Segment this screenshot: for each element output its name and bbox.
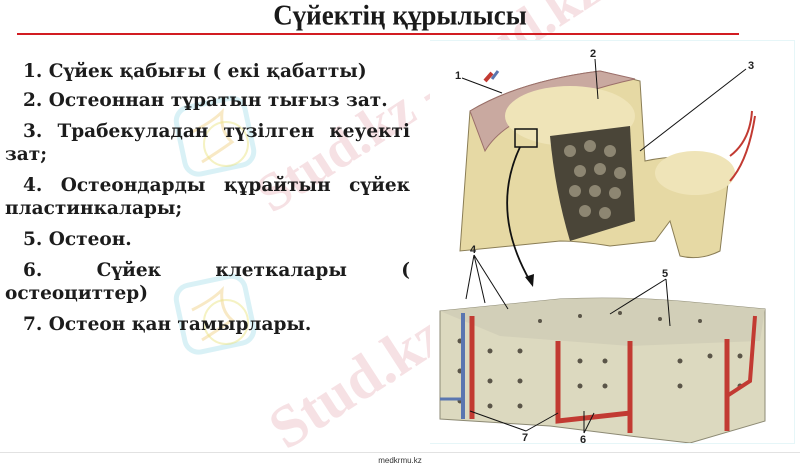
footer-divider <box>0 452 800 453</box>
bone-illustration: 1 2 3 4 5 7 6 <box>439 48 766 446</box>
list-item: 6. Сүйек клеткалары ( остеоциттер) <box>5 260 410 304</box>
svg-text:3: 3 <box>748 60 754 72</box>
structure-list: 1. Сүйек қабығы ( екі қабатты) 2. Остеон… <box>5 60 410 344</box>
slide-title: Сүйектің құрылысы <box>273 0 527 31</box>
list-item: 3. Трабекуладан түзілген кеуекті зат; <box>5 121 410 165</box>
svg-text:5: 5 <box>662 268 668 280</box>
svg-text:1: 1 <box>455 70 461 82</box>
bone-structure-figure: 1 2 3 4 5 7 6 <box>430 40 795 446</box>
list-item: 7. Остеон қан тамырлары. <box>23 314 312 335</box>
list-item: 1. Сүйек қабығы ( екі қабатты) <box>23 61 367 82</box>
list-item: 2. Остеоннан тұратын тығыз зат. <box>23 90 388 111</box>
footer-source: medkrmu.kz <box>378 456 422 465</box>
title-divider <box>17 33 739 35</box>
svg-text:6: 6 <box>580 434 586 443</box>
svg-text:7: 7 <box>522 432 528 443</box>
list-item: 5. Остеон. <box>23 229 132 250</box>
list-item: 4. Остеондарды құрайтын сүйек пластинкал… <box>5 175 410 219</box>
svg-text:2: 2 <box>590 48 596 60</box>
svg-text:4: 4 <box>470 244 477 256</box>
